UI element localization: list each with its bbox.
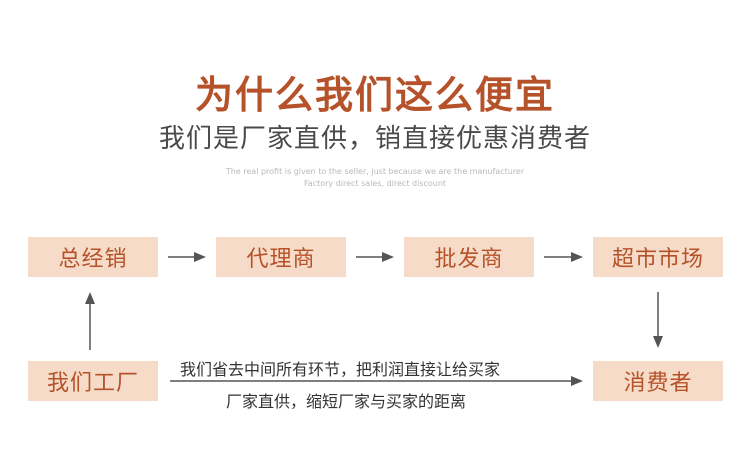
direct-path-text-2: 厂家直供，缩短厂家与买家的距离 (226, 392, 467, 411)
arrow-wholesaler-to-supermarket (544, 252, 583, 262)
box-supermarket: 超市市场 (593, 237, 723, 277)
arrow-factory-to-distributor (85, 292, 95, 350)
page-subtitle: 我们是厂家直供，销直接优惠消费者 (158, 124, 591, 154)
arrow-distributor-to-agent (168, 252, 206, 262)
arrow-factory-to-consumer (170, 376, 583, 386)
box-factory: 我们工厂 (28, 361, 158, 401)
english-tagline-1: The real profit is given to the seller, … (225, 167, 525, 176)
page-title: 为什么我们这么便宜 (194, 73, 555, 117)
arrow-agent-to-wholesaler (356, 252, 394, 262)
english-tagline-2: Factory direct sales, direct discount (303, 179, 447, 188)
direct-path-text-1: 我们省去中间所有环节，把利润直接让给买家 (180, 360, 501, 379)
box-distributor: 总经销 (28, 237, 158, 277)
box-consumer: 消费者 (593, 361, 723, 401)
box-wholesaler: 批发商 (404, 237, 534, 277)
box-agent: 代理商 (216, 237, 346, 277)
arrow-supermarket-to-consumer (653, 292, 663, 348)
